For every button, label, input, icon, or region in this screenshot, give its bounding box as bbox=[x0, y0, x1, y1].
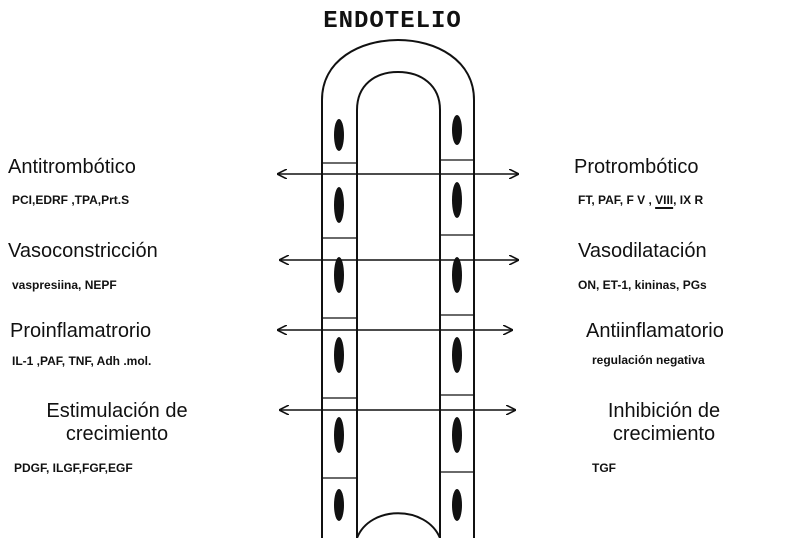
endothelial-nucleus-icon bbox=[334, 489, 344, 521]
vasodilation-heading: Vasodilatación bbox=[578, 240, 707, 262]
prothrombotic-detail-underlined: VIII bbox=[655, 193, 674, 207]
endothelial-nucleus-icon bbox=[452, 257, 462, 293]
prothrombotic-detail-suffix: , IX R bbox=[673, 193, 704, 207]
growth-stimulation-heading-line1: Estimulación de bbox=[46, 400, 188, 422]
antithrombotic-heading: Antitrombótico bbox=[8, 156, 136, 178]
prothrombotic-heading: Protrombótico bbox=[574, 156, 699, 178]
endothelial-nucleus-icon bbox=[334, 417, 344, 453]
endothelial-nucleus-icon bbox=[452, 489, 462, 521]
growth-stimulation-heading-line2: crecimiento bbox=[65, 423, 169, 445]
growth-stimulation-detail: PDGF, ILGF,FGF,EGF bbox=[14, 461, 133, 475]
antithrombotic-detail: PCI,EDRF ,TPA,Prt.S bbox=[12, 193, 130, 207]
growth-stimulation-heading: Estimulación de crecimiento bbox=[12, 400, 222, 446]
nuclei-group bbox=[334, 115, 462, 521]
endothelial-nucleus-icon bbox=[452, 337, 462, 373]
prothrombotic-detail-prefix: FT, PAF, F V , bbox=[578, 193, 656, 207]
antiinflammatory-heading: Antiinflamatorio bbox=[586, 320, 724, 342]
growth-inhibition-heading: Inhibición de crecimiento bbox=[574, 400, 754, 446]
endothelial-nucleus-icon bbox=[452, 417, 462, 453]
prothrombotic-detail: FT, PAF, F V , VIII, IX R bbox=[578, 193, 703, 207]
endothelial-nucleus-icon bbox=[334, 187, 344, 223]
vasoconstriction-heading: Vasoconstricción bbox=[8, 240, 158, 262]
growth-inhibition-heading-line2: crecimiento bbox=[612, 423, 716, 445]
endothelial-nucleus-icon bbox=[452, 115, 462, 145]
proinflammatory-heading: Proinflamatrorio bbox=[10, 320, 152, 342]
antiinflammatory-detail: regulación negativa bbox=[592, 353, 705, 367]
endothelial-nucleus-icon bbox=[334, 337, 344, 373]
endothelial-nucleus-icon bbox=[334, 119, 344, 151]
endothelial-nucleus-icon bbox=[334, 257, 344, 293]
endothelial-nucleus-icon bbox=[452, 182, 462, 218]
diagram-title: ENDOTELIO bbox=[323, 8, 462, 35]
vasodilation-detail: ON, ET-1, kininas, PGs bbox=[578, 278, 707, 292]
vasoconstriction-detail: vaspresiina, NEPF bbox=[12, 278, 117, 292]
blood-vessel-icon bbox=[321, 38, 475, 538]
proinflammatory-detail: IL-1 ,PAF, TNF, Adh .mol. bbox=[12, 354, 152, 368]
growth-inhibition-detail: TGF bbox=[592, 461, 616, 475]
growth-inhibition-heading-line1: Inhibición de bbox=[607, 400, 721, 422]
